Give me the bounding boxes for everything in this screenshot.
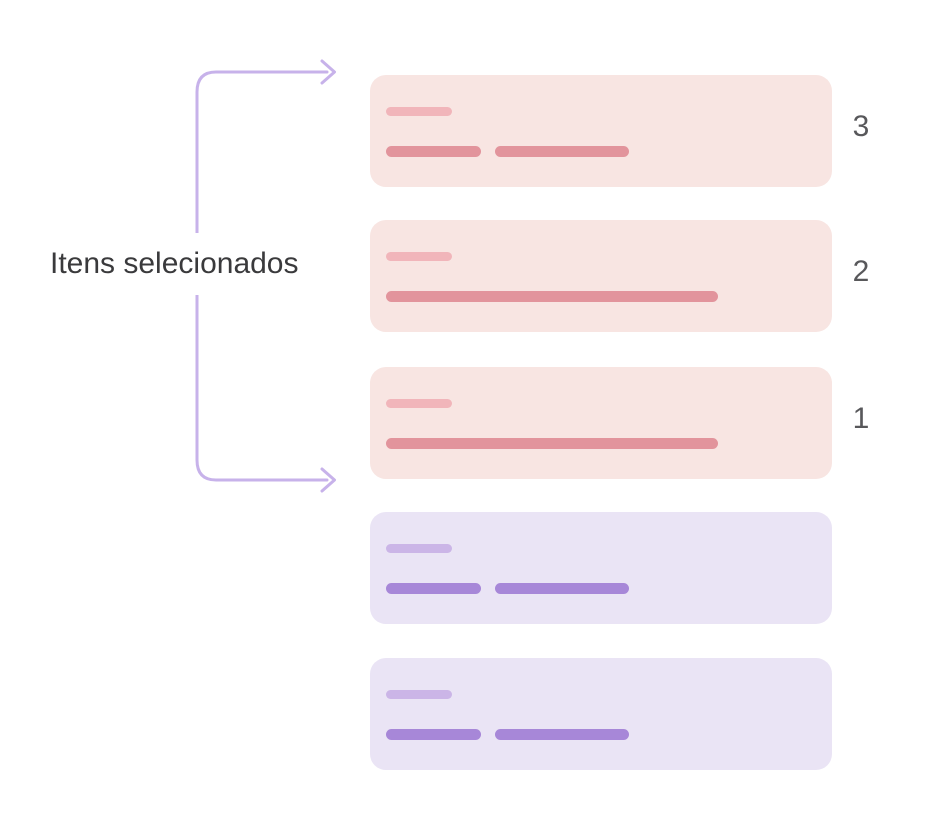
skeleton-text-bar: [386, 729, 481, 740]
skeleton-title-bar: [386, 399, 452, 408]
top-arrowhead-icon: [320, 59, 336, 85]
selection-label: Itens selecionados: [44, 233, 305, 295]
skeleton-title-bar: [386, 544, 452, 553]
skeleton-text-bar: [386, 438, 718, 449]
item-card-pink: [370, 367, 832, 479]
item-card-row: 3: [370, 75, 915, 187]
skeleton-text-bar: [495, 729, 629, 740]
item-card-row: 2: [370, 220, 915, 332]
item-card-pink: [370, 75, 832, 187]
item-card-row: 1: [370, 367, 915, 479]
item-card-purple: [370, 512, 832, 624]
selection-order-number: 2: [852, 255, 870, 288]
item-card-pink: [370, 220, 832, 332]
skeleton-text-bar: [386, 291, 718, 302]
skeleton-title-bar: [386, 690, 452, 699]
skeleton-title-bar: [386, 107, 452, 116]
selection-order-number: 3: [852, 110, 870, 143]
item-card-row: [370, 658, 915, 770]
skeleton-text-bar: [386, 583, 481, 594]
item-card-purple: [370, 658, 832, 770]
skeleton-text-bar: [386, 146, 481, 157]
skeleton-content-row: [386, 729, 629, 740]
skeleton-text-bar: [495, 146, 629, 157]
skeleton-content-row: [386, 438, 718, 449]
skeleton-content-row: [386, 583, 629, 594]
skeleton-title-bar: [386, 252, 452, 261]
skeleton-text-bar: [495, 583, 629, 594]
bottom-arrowhead-icon: [320, 467, 336, 493]
item-card-row: [370, 512, 915, 624]
selection-order-number: 1: [852, 402, 870, 435]
skeleton-content-row: [386, 291, 718, 302]
skeleton-content-row: [386, 146, 629, 157]
